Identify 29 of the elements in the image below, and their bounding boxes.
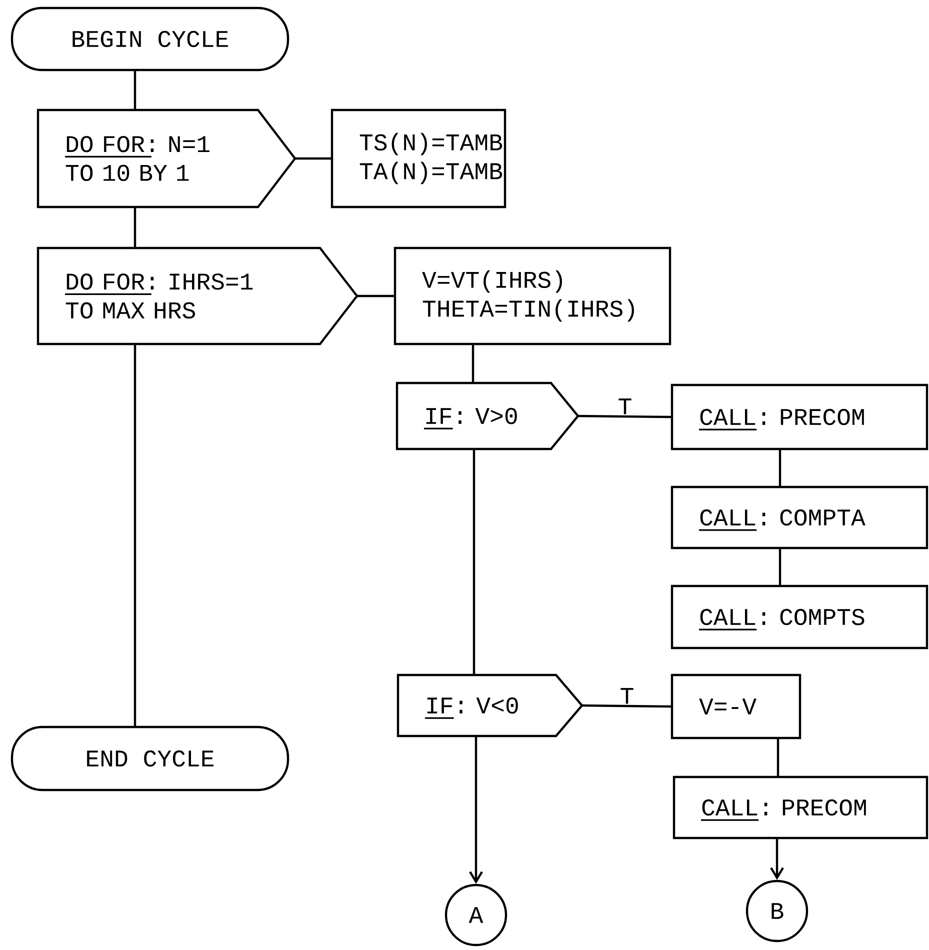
process-box: V=-V [670,674,802,740]
terminal-box: BEGIN CYCLE [10,6,290,72]
connector-line [778,449,782,487]
process-box: CALL: COMPTS [670,584,928,650]
connector-line [469,736,483,884]
edge-label: T [618,398,632,414]
loop-box: DO FOR: N=1 TO 10 BY 1 [36,108,296,208]
process-box: CALL: PRECOM [670,384,928,450]
connector-line [134,207,136,248]
connector-line [472,449,476,675]
loop-box: DO FOR: IHRS=1 TO MAX HRS [36,246,358,346]
process-box: V=VT(IHRS) THETA=TIN(IHRS) [394,246,672,346]
loop-box: IF: V>0 [396,382,580,450]
connector-line [472,344,474,383]
connector-line [578,414,672,418]
process-box: CALL: PRECOM [672,776,928,840]
loop-box: IF: V<0 [396,674,584,738]
connector-line [582,704,672,708]
connector-line [357,294,395,298]
connector-line [134,344,136,727]
connector-line [295,157,332,160]
process-box: CALL: COMPTA [670,486,928,550]
connector-line [134,70,136,110]
terminal-box: END CYCLE [10,726,290,792]
process-box: TS(N)=TAMB TA(N)=TAMB [330,108,506,208]
edge-label: T [620,688,634,704]
connector-line [776,738,780,777]
connector-line [770,838,784,880]
connector-line [778,548,782,586]
